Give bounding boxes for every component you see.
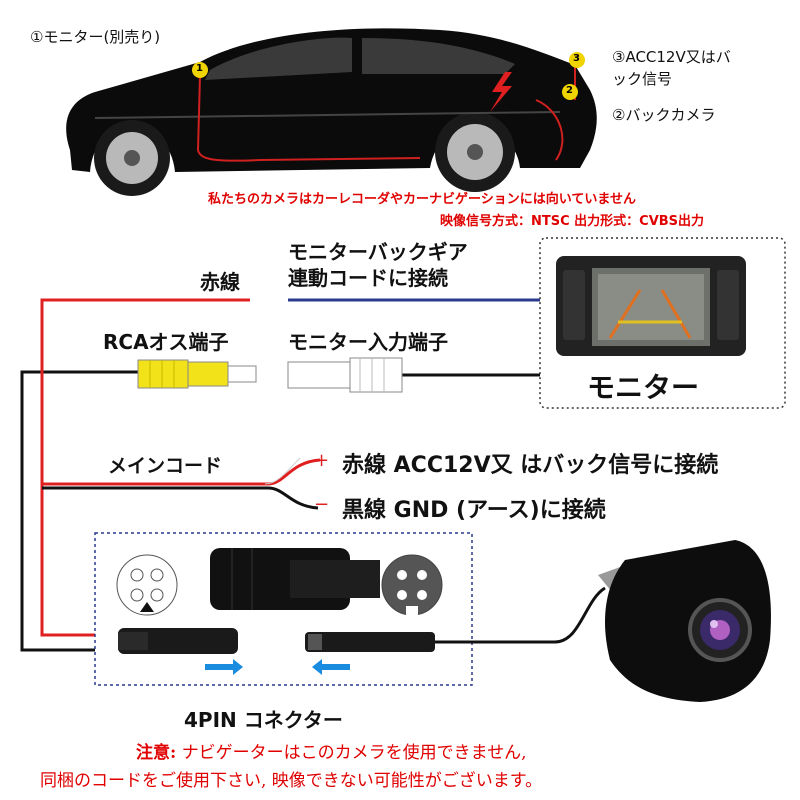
arrow-right-icon [205, 659, 243, 675]
warning-line2: 同梱のコードをご使用下さい, 映像できない可能性がございます。 [40, 771, 543, 791]
badge-2-text: 2 [566, 85, 573, 96]
male-connector [305, 632, 435, 652]
warning-text1: ナビゲーターはこのカメラを使用できません, [181, 743, 527, 763]
label-4pin-connector: 4PIN コネクター [184, 708, 343, 732]
label-acc-line2: ック信号 [612, 70, 673, 88]
label-red-wire: 赤線 [200, 270, 240, 294]
rca-female-connector [287, 357, 403, 393]
label-monitor-input: モニター入力端子 [288, 330, 448, 354]
note-not-for-recorder: 私たちのカメラはカーレコーダやカーナビゲーションには向いていません [208, 192, 636, 207]
pin-diagram-male [381, 554, 443, 616]
badge-3-text: 3 [573, 53, 580, 64]
label-monitor: モニター [587, 371, 700, 404]
connector-cable-image [210, 548, 380, 610]
rca-male-connector [137, 359, 257, 389]
camera-cable [435, 586, 606, 644]
warning-label: 注意: [136, 743, 177, 763]
label-acc-line1: ③ACC12V又はバ [612, 48, 731, 66]
label-red-acc: 赤線 ACC12V又 はバック信号に接続 [342, 453, 719, 478]
minus-sign: − [314, 494, 330, 515]
pin-diagram-female [116, 554, 178, 616]
note-signal-format: 映像信号方式：NTSC 出力形式：CVBS出力 [440, 214, 705, 229]
black-gnd-wire [42, 486, 319, 510]
label-gear-line1: モニターバックギア [288, 240, 468, 264]
red-wire-main [40, 365, 118, 637]
backup-camera [598, 540, 771, 702]
badge-2 [562, 84, 578, 100]
badge-3 [569, 52, 585, 68]
label-main-cord: メインコード [108, 455, 223, 477]
label-monitor-sold-separately: ①モニター(別売り) [30, 28, 161, 46]
arrow-left-icon [312, 659, 350, 675]
label-black-gnd: 黒線 GND (アース)に接続 [342, 498, 606, 523]
female-connector [118, 628, 238, 654]
label-back-camera: ②バックカメラ [612, 106, 716, 124]
label-rca-male: RCAオス端子 [103, 330, 229, 354]
car-illustration [66, 28, 597, 196]
label-gear-line2: 連動コードに接続 [288, 266, 448, 290]
badge-1-text: 1 [196, 63, 203, 74]
red-wire-top [40, 298, 250, 365]
warning-line1: 注意: ナビゲーターはこのカメラを使用できません, [136, 738, 527, 763]
plus-sign: + [314, 450, 330, 471]
monitor-device [556, 256, 746, 356]
black-wire-main [20, 370, 145, 652]
badge-1 [192, 62, 208, 78]
lightning-icon [490, 72, 512, 112]
